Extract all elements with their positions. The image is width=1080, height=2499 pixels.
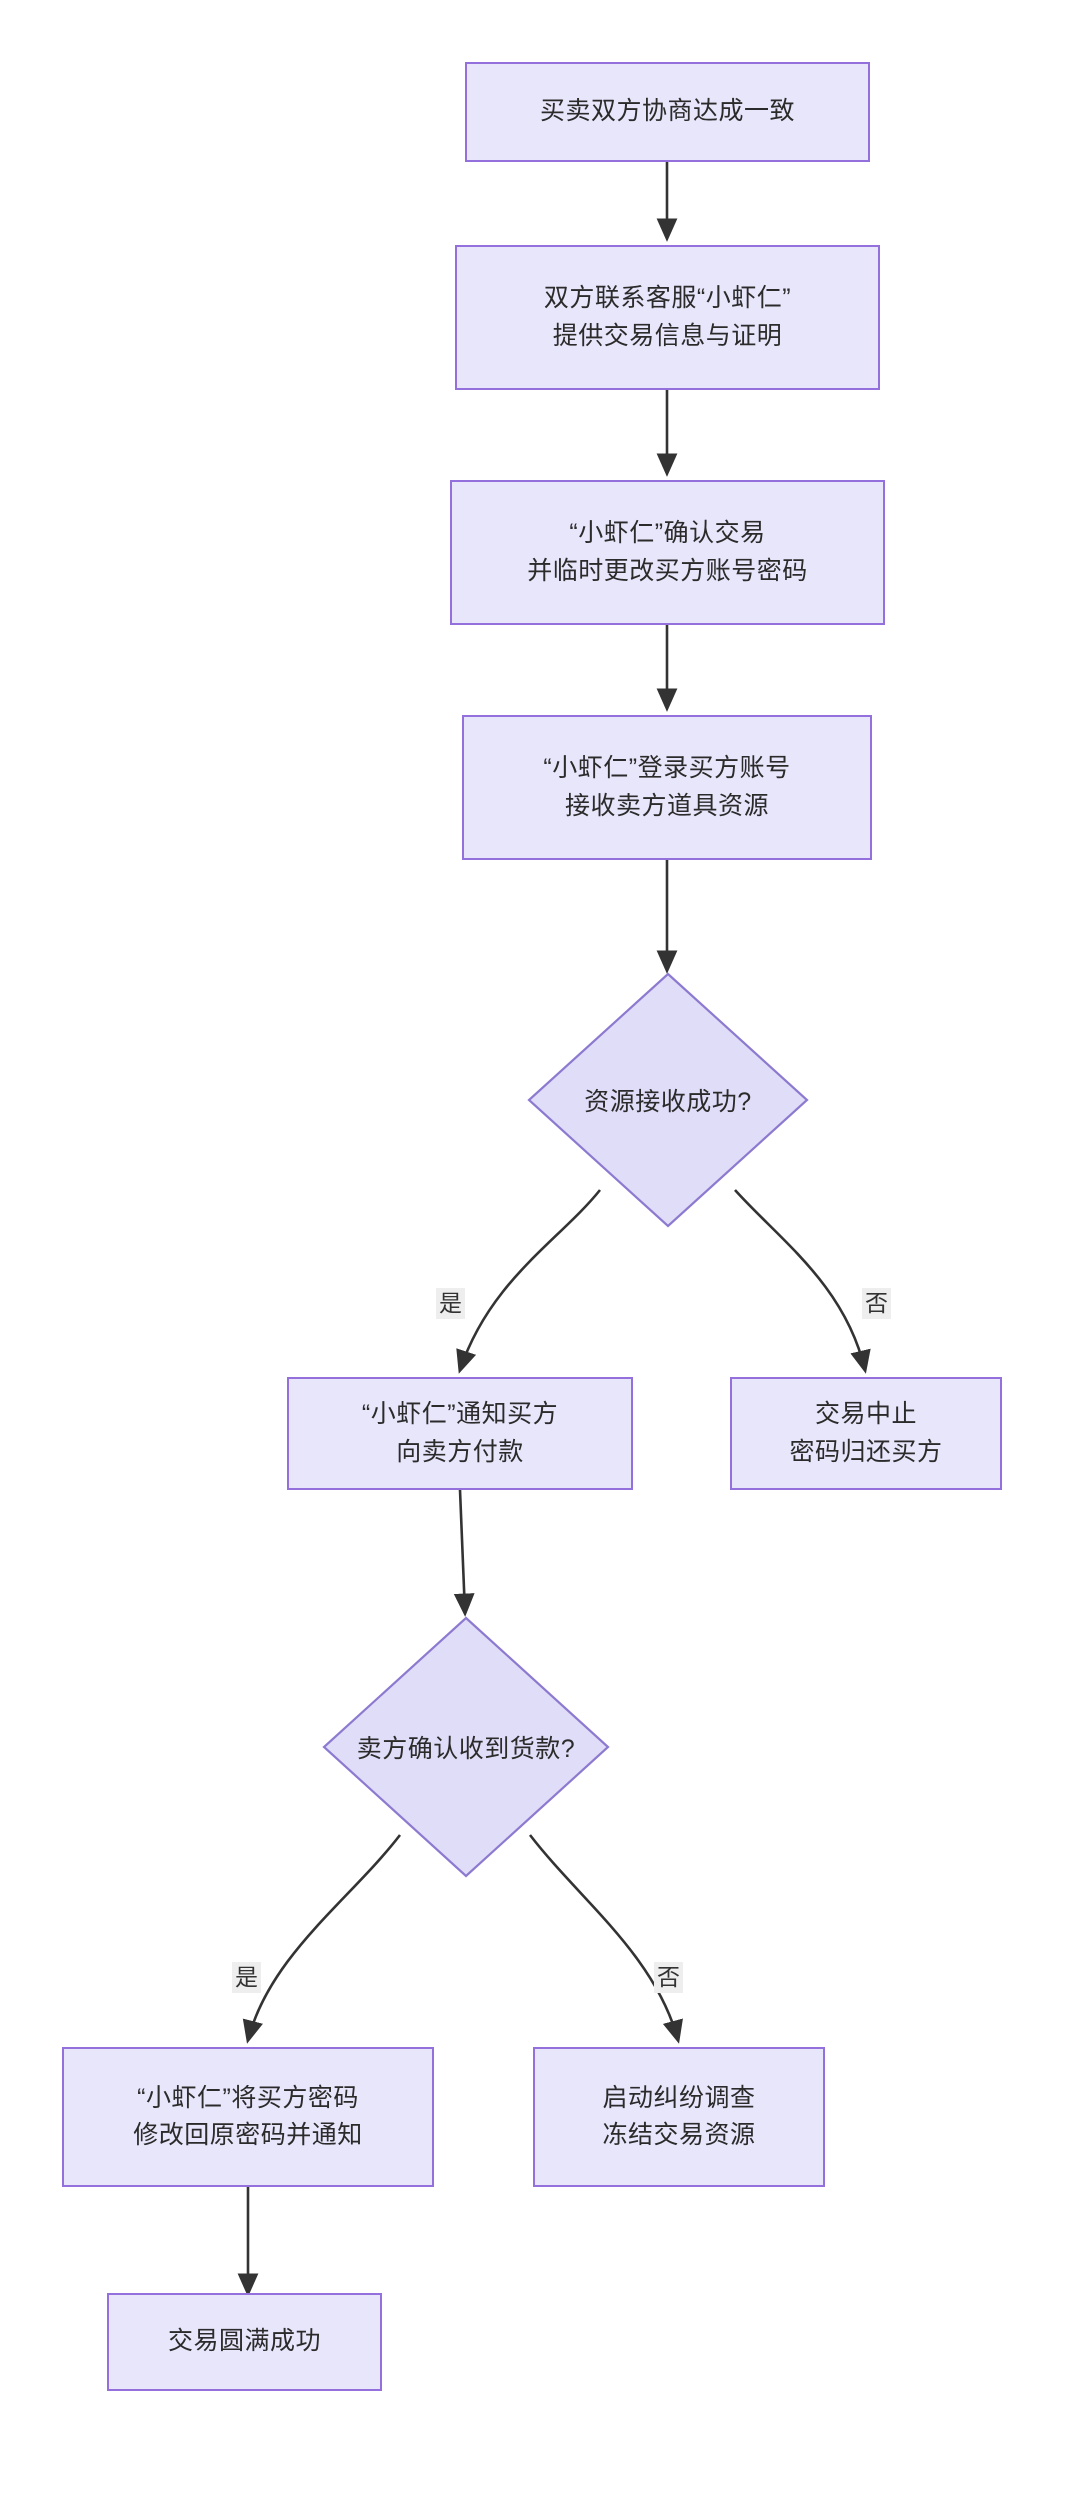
node-text-line: 交易中止: [814, 1400, 917, 1428]
node-text-line: 密码归还买方: [789, 1437, 943, 1466]
diamond-shape: [527, 972, 809, 1228]
node-transaction-success[interactable]: 交易圆满成功: [107, 2293, 382, 2391]
decision-seller-confirmed-payment[interactable]: 卖方确认收到货款?: [322, 1616, 610, 1878]
node-confirm-and-change-password[interactable]: “小虾仁”确认交易 并临时更改买方账号密码: [450, 480, 885, 625]
node-transaction-aborted[interactable]: 交易中止 密码归还买方: [730, 1377, 1002, 1490]
node-text-line: “小虾仁”登录买方账号: [543, 754, 791, 782]
node-text-line: 接收卖方道具资源: [564, 791, 769, 820]
node-text-line: 冻结交易资源: [602, 2121, 756, 2149]
edge-label-d1-no: 否: [862, 1288, 891, 1319]
node-text-line: 双方联系客服“小虾仁”: [543, 284, 792, 312]
node-text-line: “小虾仁”确认交易: [569, 519, 766, 547]
edge-label-d1-yes: 是: [436, 1288, 465, 1319]
node-contact-support[interactable]: 双方联系客服“小虾仁” 提供交易信息与证明: [455, 245, 880, 390]
node-dispute-investigation[interactable]: 启动纠纷调查 冻结交易资源: [533, 2047, 825, 2187]
decision-label: 资源接收成功?: [584, 1088, 752, 1116]
node-text-line: 修改回原密码并通知: [133, 2121, 363, 2149]
node-text-line: “小虾仁”将买方密码: [137, 2083, 359, 2112]
node-restore-password[interactable]: “小虾仁”将买方密码 修改回原密码并通知: [62, 2047, 434, 2187]
node-notify-buyer-pay[interactable]: “小虾仁”通知买方 向卖方付款: [287, 1377, 633, 1490]
diamond-shape: [322, 1616, 610, 1878]
node-text-line: 向卖方付款: [396, 1437, 524, 1466]
edge-n5-d2: [453, 1489, 475, 1617]
edge-label-d2-yes: 是: [232, 1962, 261, 1993]
node-agreement[interactable]: 买卖双方协商达成一致: [465, 62, 870, 162]
node-login-and-receive[interactable]: “小虾仁”登录买方账号 接收卖方道具资源: [462, 715, 872, 860]
decision-resource-received[interactable]: 资源接收成功?: [527, 972, 809, 1228]
edge-label-d2-no: 否: [654, 1962, 683, 1993]
decision-label: 卖方确认收到货款?: [356, 1735, 576, 1763]
node-text-line: 并临时更改买方账号密码: [527, 556, 808, 585]
node-text-line: 交易圆满成功: [167, 2327, 321, 2356]
node-text-line: 提供交易信息与证明: [552, 321, 783, 350]
node-text-line: 启动纠纷调查: [602, 2083, 756, 2112]
node-text-line: 买卖双方协商达成一致: [539, 97, 795, 126]
node-text-line: “小虾仁”通知买方: [361, 1400, 559, 1428]
